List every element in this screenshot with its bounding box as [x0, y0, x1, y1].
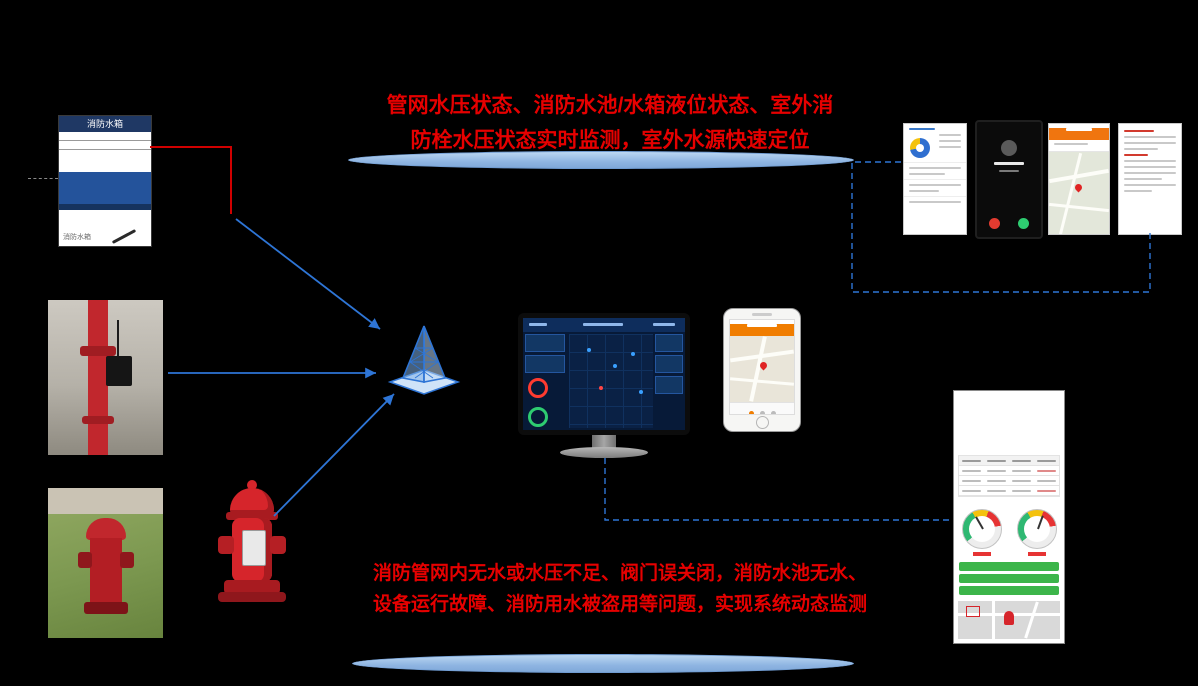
bottom-banner-line1: 消防管网内无水或水压不足、阀门误关闭，消防水池无水、: [372, 563, 867, 584]
top-banner: 管网水压状态、消防水池/水箱液位状态、室外消 防栓水压状态实时监测，室外水源快速…: [330, 88, 890, 158]
bottom-ellipse-decoration: [352, 654, 854, 673]
map-alert-box: [966, 606, 980, 617]
tank-level-line: [59, 140, 151, 141]
hydrant-cap-left: [218, 536, 234, 554]
hydrant-collar: [226, 512, 278, 520]
phone-screen: [729, 319, 795, 415]
top-banner-line1: 管网水压状态、消防水池/水箱液位状态、室外消: [386, 94, 834, 117]
app-orange-header: [730, 324, 794, 336]
hydrant-body: [90, 538, 122, 604]
gauge-reading-red: [1027, 552, 1046, 556]
pressure-gauges: [954, 509, 1064, 556]
hydrant-cap-left: [78, 552, 92, 568]
monitor-stand-neck: [592, 435, 616, 448]
app-map-view: [730, 336, 794, 402]
monitor-stand-base: [560, 447, 648, 458]
hydrant-sensor-device: [242, 530, 266, 566]
app-bottom-nav: [730, 402, 794, 414]
iot-signal-tower-icon: [387, 325, 461, 395]
tank-header-label: 消防水箱: [59, 116, 151, 132]
screenshots-dashed-link: [851, 161, 1151, 293]
donut-chart-icon: [910, 138, 930, 158]
pipe-flange: [82, 416, 114, 424]
tank-to-tower-arrow: [235, 218, 381, 330]
dashboard-screen: [523, 318, 685, 430]
incoming-call-screenshot: [975, 120, 1043, 239]
device-data-panel: [953, 390, 1065, 644]
app-orange-header: [1049, 128, 1109, 140]
hydrant-base: [224, 580, 280, 594]
answer-button-icon: [1018, 218, 1029, 229]
mobile-map-app-phone: [723, 308, 801, 432]
fire-water-tank-figure: 消防水箱 消防水箱: [58, 115, 152, 247]
top-banner-line2: 防栓水压状态实时监测，室外水源快速定位: [410, 129, 810, 152]
curb: [48, 488, 163, 514]
call-status-line: [999, 170, 1019, 172]
tank-red-link: [150, 146, 232, 214]
caller-name-line: [994, 162, 1024, 165]
hydrant-to-tower-arrow: [273, 393, 395, 517]
pressure-gauge-icon: [1016, 509, 1057, 549]
phone-speaker: [752, 313, 772, 316]
pressure-sensor-device: [106, 356, 132, 386]
pipe-pressure-sensor-photo: [48, 300, 163, 455]
hydrant-marker-icon: [1004, 611, 1014, 625]
tank-level-dash: [28, 178, 58, 179]
map-locate-screenshot: [1048, 123, 1110, 235]
app-stats-screenshot: [903, 123, 967, 235]
status-bar-list: [954, 559, 1064, 595]
hangup-button-icon: [989, 218, 1000, 229]
bottom-banner: 消防管网内无水或水压不足、阀门误关闭，消防水池无水、 设备运行故障、消防用水被盗…: [340, 558, 900, 620]
red-gauge-ring: [528, 378, 548, 398]
pressure-gauge-icon: [961, 509, 1002, 549]
hydrant-cap-right: [270, 536, 286, 554]
hydrant-top-nut: [247, 480, 257, 490]
dashboard-left-panels: [525, 334, 565, 428]
hydrant-foot: [218, 592, 286, 602]
sensor-antenna-icon: [117, 320, 119, 356]
tank-level-line: [59, 149, 151, 150]
dashboard-map-area: [569, 334, 653, 428]
phone-home-button: [756, 416, 769, 429]
hydrant-dome: [86, 518, 126, 540]
bottom-banner-line2: 设备运行故障、消防用水被盗用等问题，实现系统动态监测: [372, 594, 867, 615]
tank-water-band-dark: [59, 204, 151, 210]
thumb-map-view: [1049, 152, 1109, 234]
dashboard-topbar: [523, 318, 685, 332]
smart-hydrant-illustration: [196, 478, 308, 614]
panel-map-view: [958, 601, 1060, 639]
gauge-reading-red: [972, 552, 991, 556]
hydrant-base: [84, 602, 128, 614]
tank-water-band: [59, 172, 151, 204]
dashboard-right-panels: [655, 334, 683, 428]
outdoor-hydrant-photo: [48, 488, 163, 638]
hydrant-cap-right: [120, 552, 134, 568]
device-data-table: [958, 455, 1060, 497]
caller-avatar: [1001, 140, 1017, 156]
monitoring-platform-monitor: [518, 313, 690, 435]
pipe-flange: [80, 346, 116, 356]
top-ellipse-decoration: [348, 151, 854, 169]
green-gauge-ring: [528, 407, 548, 427]
tank-footer-label: 消防水箱: [63, 234, 91, 241]
monitor-to-panel-dashed-link: [604, 458, 951, 521]
